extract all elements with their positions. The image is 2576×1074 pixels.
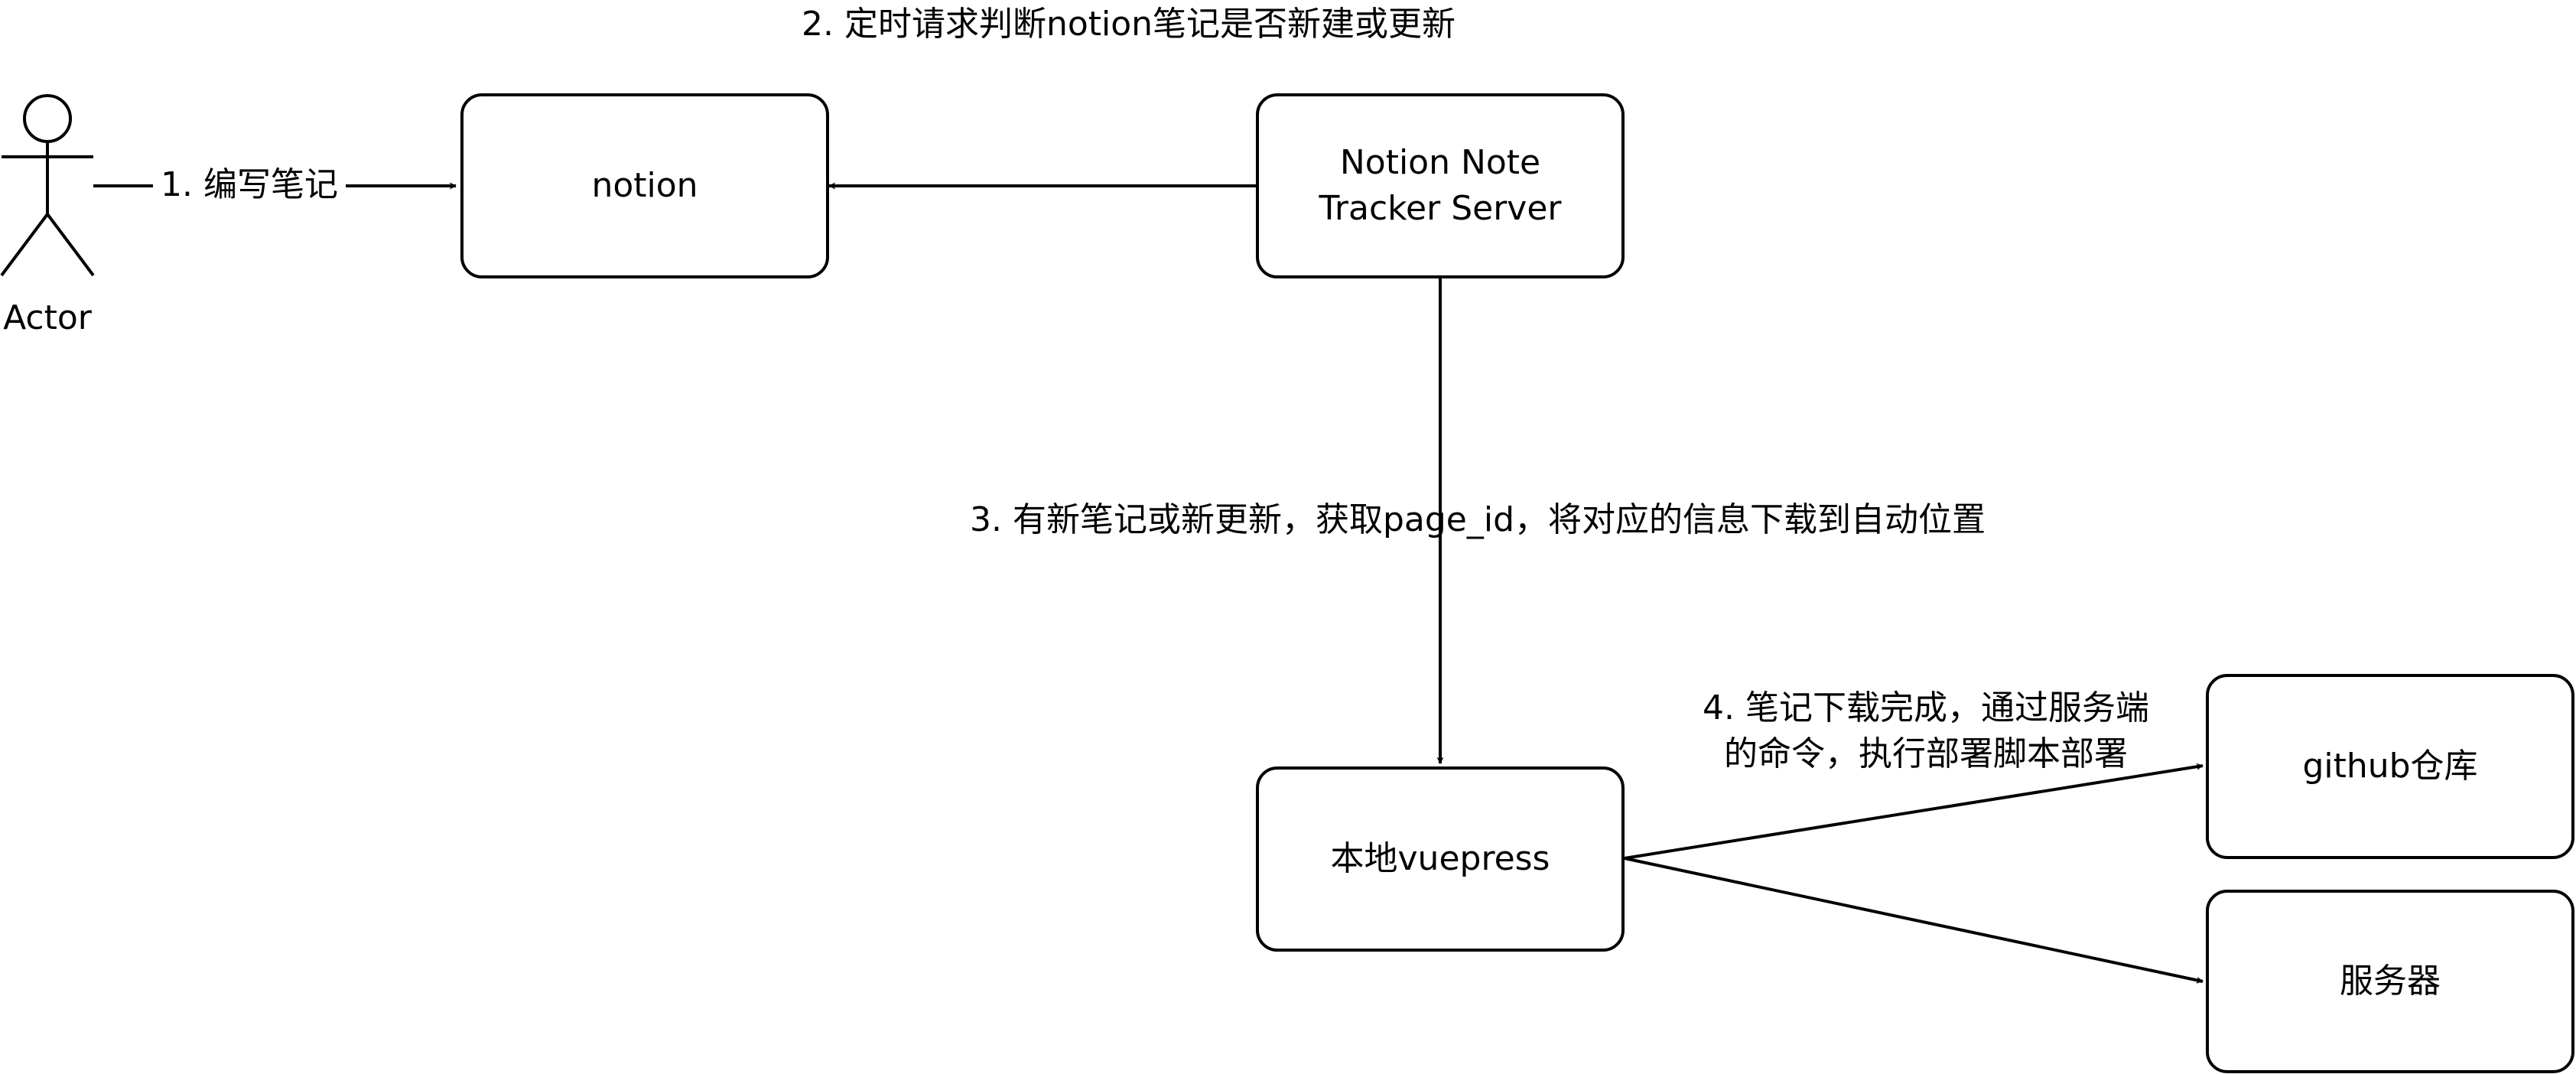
actor-label: Actor (3, 298, 92, 337)
label-download: 3. 有新笔记或新更新，获取page_id，将对应的信息下载到自动位置 (970, 500, 1986, 539)
label-deploy-line1: 4. 笔记下载完成，通过服务端 (1703, 688, 2149, 727)
node-github-repo: github仓库 (2206, 674, 2574, 859)
edge-deploy-github (1624, 763, 2204, 860)
actor-figure (0, 94, 95, 277)
node-local-vuepress: 本地vuepress (1256, 766, 1625, 952)
node-server: 服务器 (2206, 890, 2574, 1073)
node-notion: notion (460, 93, 829, 278)
label-write-note: 1. 编写笔记 (153, 162, 346, 208)
label-deploy-line2: 的命令，执行部署脚本部署 (1724, 734, 2128, 773)
label-poll: 2. 定时请求判断notion笔记是否新建或更新 (802, 5, 1456, 44)
edge-deploy-server (1624, 857, 2204, 984)
node-tracker-server: Notion Note Tracker Server (1256, 93, 1625, 278)
